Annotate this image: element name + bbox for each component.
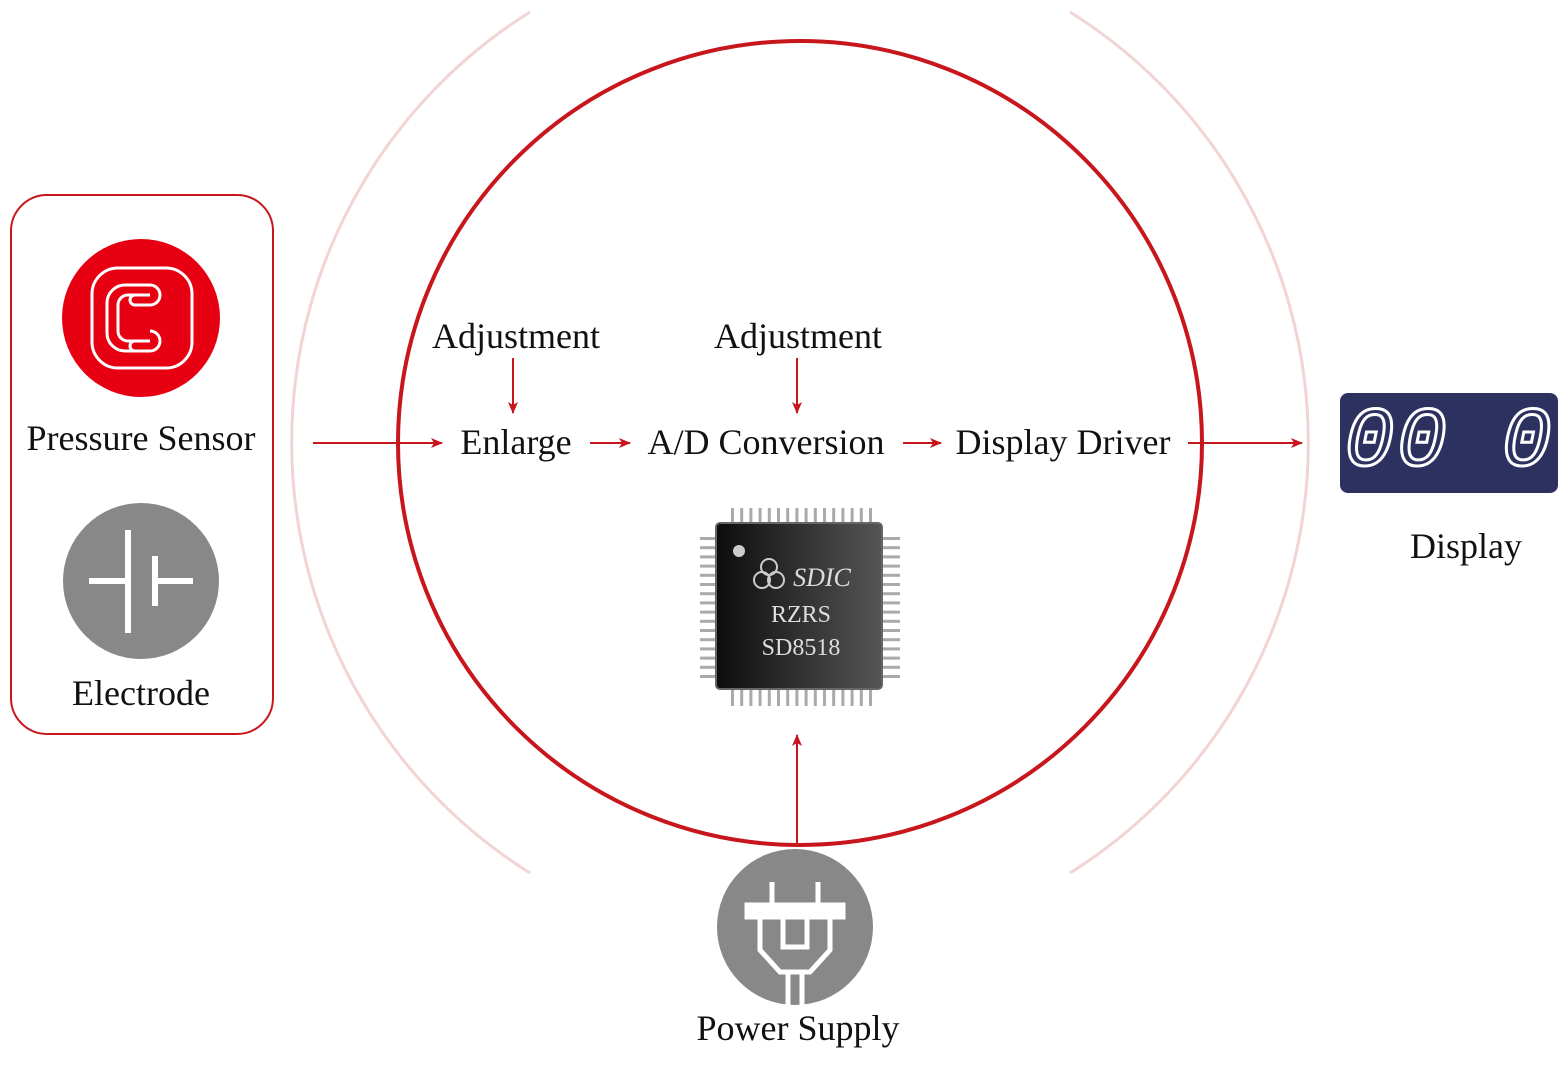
chip-pin	[700, 675, 716, 678]
chip-pin	[882, 656, 900, 660]
chip-pin	[700, 619, 716, 623]
display-driver-label: Display Driver	[955, 422, 1171, 462]
chip-line2: SD8518	[761, 635, 841, 661]
display-panel	[1340, 393, 1558, 493]
chip-pin	[869, 689, 872, 706]
chip-pin	[882, 647, 900, 651]
chip-pin	[786, 508, 790, 523]
chip-pin	[700, 555, 716, 559]
chip-pin	[700, 610, 716, 614]
chip-pin	[841, 689, 845, 706]
chip-pin	[882, 610, 900, 614]
chip-pin	[731, 508, 734, 523]
chip-pin	[749, 689, 753, 706]
chip-pin	[700, 537, 716, 540]
chip-pin	[700, 546, 716, 550]
chip-icon	[700, 508, 900, 706]
chip-pin	[882, 583, 900, 586]
chip-pin	[823, 689, 826, 706]
power-plug-icon	[717, 849, 873, 1005]
chip-pin	[777, 689, 780, 706]
chip-pin	[869, 508, 872, 523]
chip-pin	[700, 629, 716, 632]
chip-pin	[700, 665, 716, 669]
ad-conversion-label: A/D Conversion	[647, 422, 885, 462]
chip-pin	[804, 508, 808, 523]
chip-pin	[882, 665, 900, 669]
chip-pin	[740, 508, 744, 523]
chip-pin	[700, 573, 716, 577]
chip-brand: SDIC	[793, 563, 851, 592]
chip-pin	[882, 592, 900, 596]
chip-line1: RZRS	[770, 602, 832, 628]
display-label: Display	[1410, 526, 1522, 566]
chip-pin	[767, 689, 771, 706]
pressure-sensor-label: Pressure Sensor	[26, 418, 256, 458]
electrode-label: Electrode	[72, 673, 210, 713]
chip-pin	[859, 508, 863, 523]
chip-pin	[850, 508, 854, 523]
chip-pin	[700, 638, 716, 642]
chip-pin	[795, 508, 799, 523]
chip-pin	[758, 689, 762, 706]
electrode-icon	[63, 503, 219, 659]
chip-pin	[700, 583, 716, 586]
chip-pin	[700, 647, 716, 651]
adjustment-label-2: Adjustment	[714, 316, 882, 356]
chip-pin	[832, 508, 836, 523]
chip-pin	[882, 619, 900, 623]
chip-pin	[882, 675, 900, 678]
chip-pin	[823, 508, 826, 523]
chip-pin	[700, 656, 716, 660]
chip-pin	[731, 689, 734, 706]
chip-pin	[700, 601, 716, 605]
chip-pin	[882, 537, 900, 540]
chip-pin	[882, 564, 900, 568]
chip-pin	[813, 689, 817, 706]
chip-pin	[804, 689, 808, 706]
sensor-box	[10, 194, 274, 735]
chip-pin	[832, 689, 836, 706]
chip-pin	[700, 564, 716, 568]
chip-pin	[795, 689, 799, 706]
outer-arc-left	[290, 10, 531, 875]
chip-pin	[882, 546, 900, 550]
enlarge-label: Enlarge	[460, 422, 572, 462]
chip-pin	[882, 555, 900, 559]
chip-pin	[767, 508, 771, 523]
chip-pin	[786, 689, 790, 706]
pressure-sensor-icon	[62, 239, 220, 397]
chip-pin	[740, 689, 744, 706]
chip-pin	[813, 508, 817, 523]
adjustment-label-1: Adjustment	[432, 316, 600, 356]
chip-pin	[882, 573, 900, 577]
chip-pin	[758, 508, 762, 523]
power-supply-label: Power Supply	[696, 1008, 900, 1048]
chip-pin	[882, 601, 900, 605]
chip-pin	[882, 638, 900, 642]
chip-pin	[700, 592, 716, 596]
display-readout: 00 0	[1343, 394, 1554, 492]
chip-pin	[777, 508, 780, 523]
chip-pin	[850, 689, 854, 706]
chip-pin	[882, 629, 900, 632]
chip-pin	[841, 508, 845, 523]
chip-pin	[859, 689, 863, 706]
chip-pin	[749, 508, 753, 523]
outer-arc-right	[1069, 10, 1310, 875]
